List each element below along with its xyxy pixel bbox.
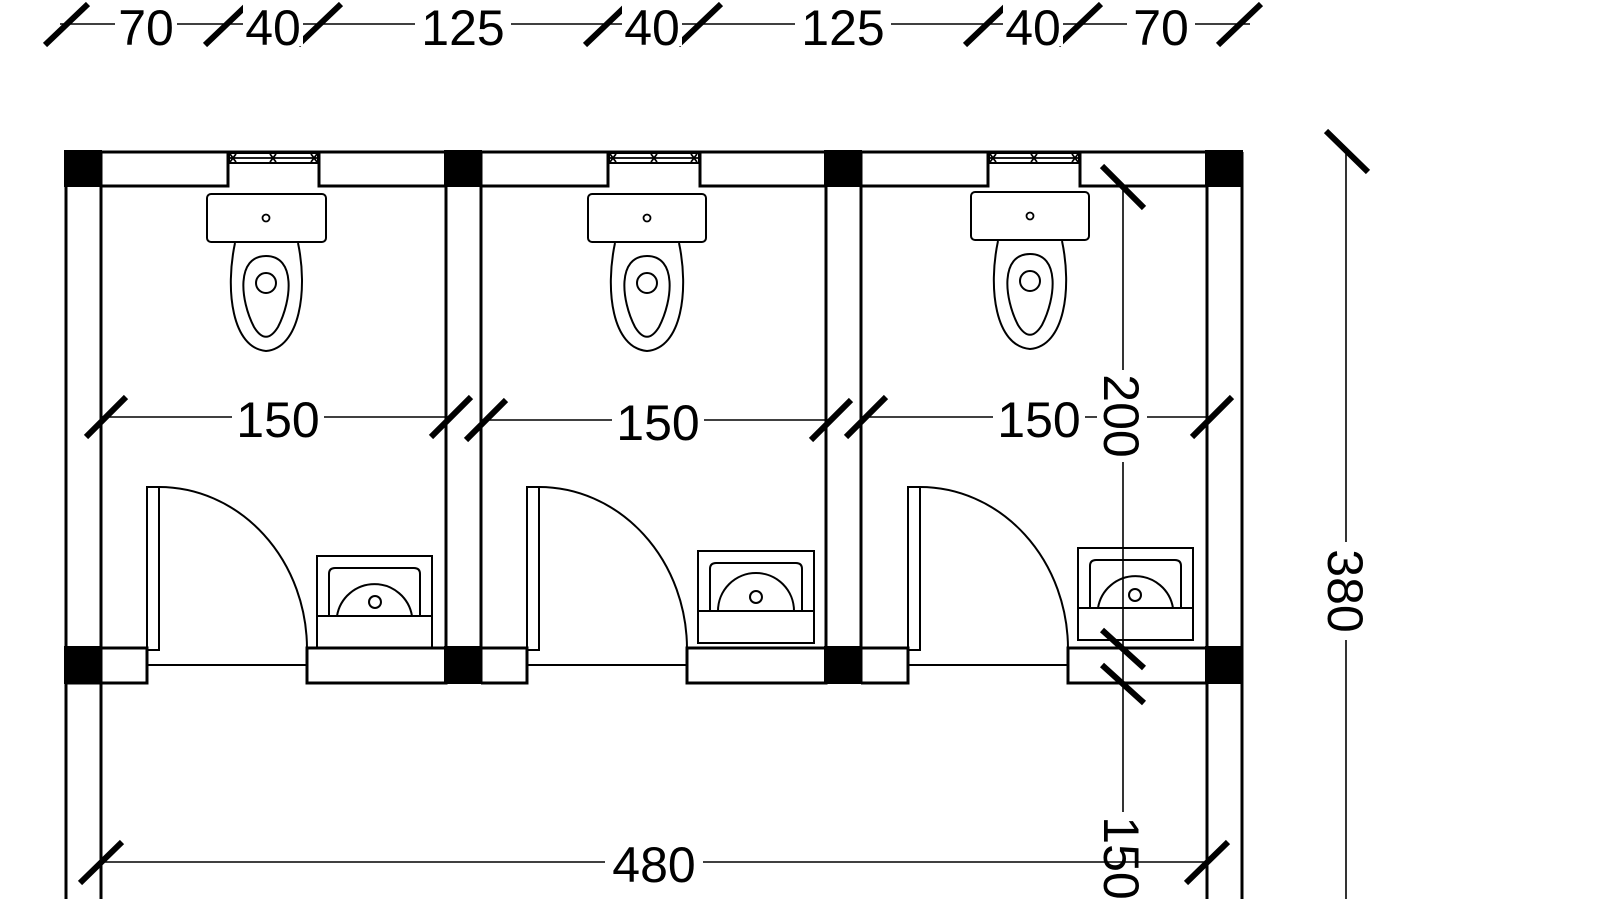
toilet-icon xyxy=(206,193,327,353)
dim-top-0: 70 xyxy=(118,0,174,56)
stall-width-dimensions: 150 150 150 xyxy=(83,392,1235,451)
door-icon xyxy=(907,486,1069,666)
top-dimension-chain: 70 40 125 40 125 40 70 xyxy=(42,0,1264,56)
stall-1 xyxy=(146,152,433,666)
dim-top-6: 70 xyxy=(1133,0,1189,56)
door-icon xyxy=(526,486,688,666)
dim-total-depth: 380 xyxy=(1317,549,1373,632)
dim-stall-width-2: 150 xyxy=(616,395,699,451)
toilet-icon xyxy=(970,191,1090,351)
window-icon xyxy=(988,152,1080,164)
washbasin-icon xyxy=(1077,547,1194,641)
dim-top-3: 40 xyxy=(624,0,680,56)
dim-top-2: 125 xyxy=(421,0,504,56)
door-icon xyxy=(146,486,308,666)
window-icon xyxy=(228,152,319,164)
toilet-icon xyxy=(587,193,707,353)
depth-dimensions: 200 150 xyxy=(1093,163,1149,899)
dim-stall-width-3: 150 xyxy=(997,392,1080,448)
dim-stall-width-1: 150 xyxy=(236,392,319,448)
washbasin-icon xyxy=(316,555,433,649)
dim-top-5: 40 xyxy=(1005,0,1061,56)
washbasin-icon xyxy=(697,550,815,644)
dim-top-1: 40 xyxy=(245,0,301,56)
columns xyxy=(64,150,1243,684)
total-width-dimension: 480 xyxy=(77,837,1231,899)
dim-total-width: 480 xyxy=(612,837,695,893)
dim-stall-depth: 200 xyxy=(1093,374,1149,457)
stall-2 xyxy=(526,152,815,666)
stall-3 xyxy=(907,152,1194,666)
dim-top-4: 125 xyxy=(801,0,884,56)
dim-corridor-depth: 150 xyxy=(1093,816,1149,899)
window-icon xyxy=(608,152,700,164)
total-depth-dimension: 380 xyxy=(1317,128,1373,899)
